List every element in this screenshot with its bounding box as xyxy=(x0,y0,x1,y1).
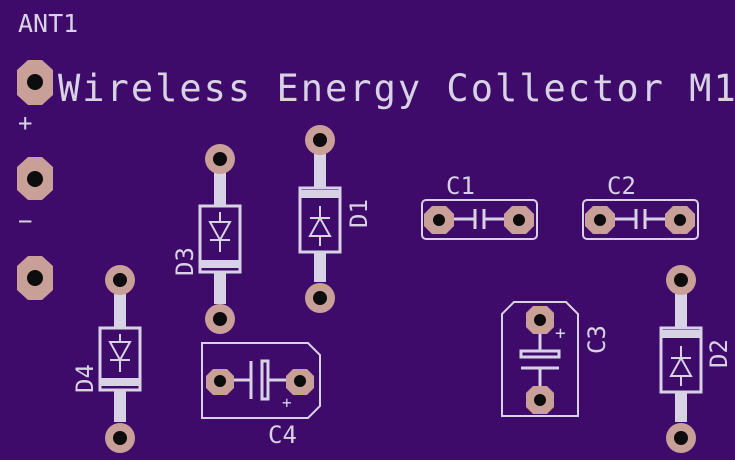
terminal-pad-antenna xyxy=(17,60,53,105)
diode-d2 xyxy=(659,265,703,453)
d4-label: D4 xyxy=(71,364,99,393)
capacitor-c3 xyxy=(501,301,579,417)
d2-label: D2 xyxy=(705,339,733,368)
terminal-pad-negative xyxy=(17,256,53,300)
c3-label: C3 xyxy=(583,325,611,354)
plus-label: + xyxy=(18,109,32,137)
diode-d4 xyxy=(98,265,142,453)
diode-d3 xyxy=(198,144,242,334)
c3-polarity-label: + xyxy=(555,323,566,344)
antenna-label: ANT1 xyxy=(18,9,78,38)
terminal-pad-positive xyxy=(17,157,53,200)
c4-label: C4 xyxy=(268,421,297,449)
d1-label: D1 xyxy=(345,199,373,228)
capacitor-c4 xyxy=(201,342,321,419)
c4-polarity-label: + xyxy=(282,393,292,412)
board-title: Wireless Energy Collector M1 xyxy=(58,67,735,110)
c1-label: C1 xyxy=(446,172,475,200)
diode-d1 xyxy=(298,125,342,313)
d3-label: D3 xyxy=(171,247,199,276)
c2-label: C2 xyxy=(607,172,636,200)
capacitor-c2 xyxy=(582,199,699,240)
capacitor-c1 xyxy=(421,199,538,240)
minus-label: − xyxy=(18,207,32,235)
